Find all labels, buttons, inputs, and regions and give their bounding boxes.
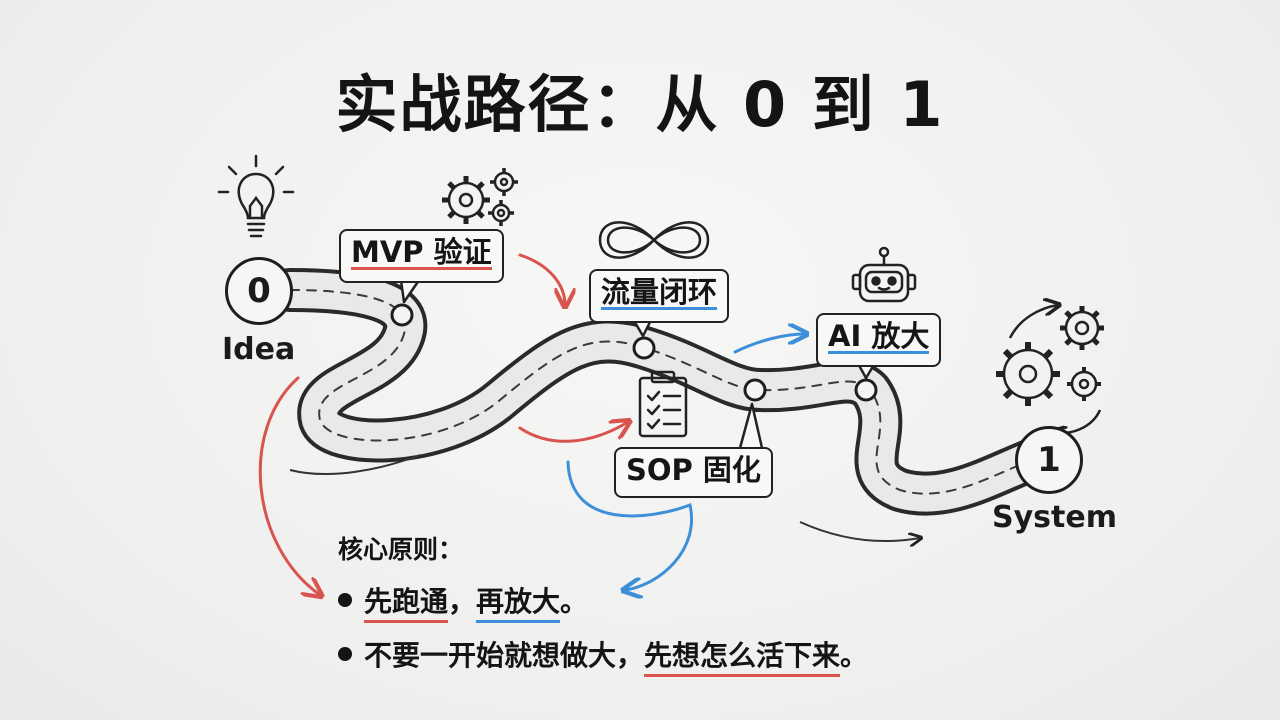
end-node-number: 1 [1037, 440, 1061, 480]
gears-icon [442, 168, 518, 226]
arrow-sop-to-principle [566, 460, 693, 590]
principle-1-end: 。 [560, 585, 589, 618]
lightbulb-icon [217, 154, 295, 238]
end-node-label: System [992, 500, 1117, 535]
infinity-icon [598, 221, 710, 259]
step-ai-label: AI 放大 [828, 319, 930, 354]
milestone-dot-mvp [390, 303, 414, 327]
end-node: 1 [1015, 426, 1083, 494]
start-node-label: Idea [222, 332, 296, 367]
principle-2-highlight-red: 先想怎么活下来 [644, 639, 841, 677]
milestone-dot-ai [854, 378, 878, 402]
bullet-icon [338, 593, 352, 607]
milestone-dot-traffic [632, 336, 656, 360]
principle-2-text: 不要一开始就想做大， [364, 639, 645, 672]
arrow-mvp-to-traffic [518, 253, 565, 305]
clipboard-checklist-icon [638, 370, 688, 438]
step-traffic-label: 流量闭环 [601, 275, 718, 310]
arrow-idea-to-principle [258, 376, 320, 595]
core-principles: 核心原则： 先跑通，再放大。 不要一开始就想做大，先想怎么活下来。 [338, 530, 868, 688]
principle-1-highlight-red: 先跑通 [364, 585, 449, 623]
bullet-icon [338, 647, 352, 661]
principle-item: 先跑通，再放大。 [338, 580, 868, 623]
milestone-markers [390, 303, 878, 402]
principle-1-comma: ， [448, 585, 477, 618]
step-sop-label: SOP 固化 [626, 453, 761, 487]
step-sop-callout: SOP 固化 [614, 447, 773, 498]
step-mvp-callout: MVP 验证 [339, 229, 504, 283]
flow-arrows [258, 253, 805, 595]
robot-icon [851, 246, 917, 303]
step-traffic-callout: 流量闭环 [589, 269, 730, 323]
principle-1-highlight-blue: 再放大 [476, 585, 561, 623]
cycle-gears-icon [996, 305, 1104, 433]
winding-road [268, 268, 1067, 541]
start-node: 0 [225, 257, 293, 325]
principle-2-end: 。 [840, 639, 869, 672]
principle-item: 不要一开始就想做大，先想怎么活下来。 [338, 634, 869, 677]
arrow-traffic-to-ai [733, 334, 805, 354]
arrow-road-to-sop [518, 422, 628, 443]
step-ai-callout: AI 放大 [816, 313, 942, 367]
principles-heading: 核心原则： [338, 535, 464, 564]
start-node-number: 0 [247, 271, 271, 311]
milestone-dot-sop [743, 378, 767, 402]
step-mvp-label: MVP 验证 [351, 235, 492, 270]
page-title: 实战路径：从 0 到 1 [335, 68, 945, 141]
